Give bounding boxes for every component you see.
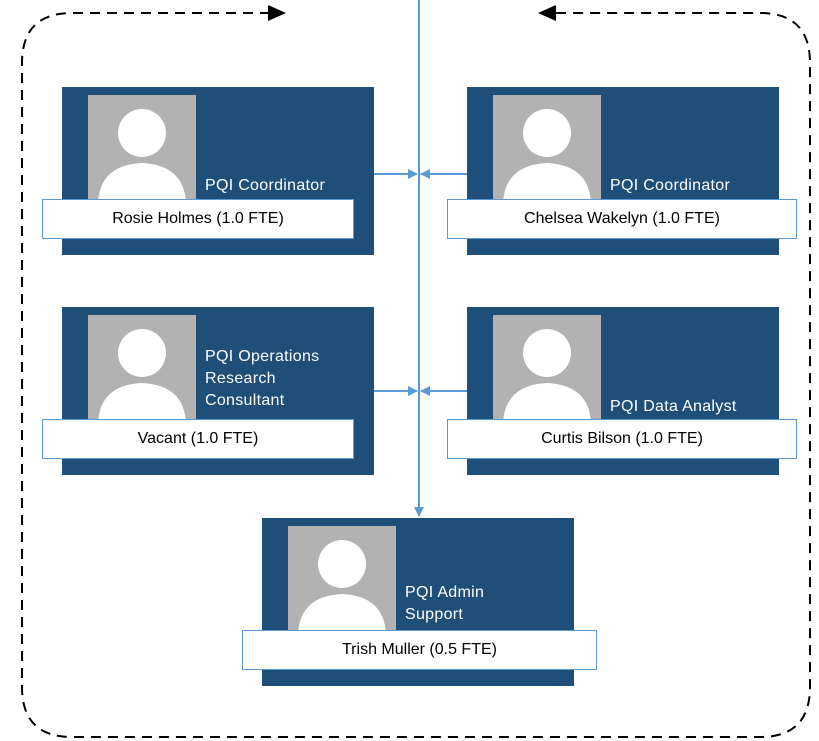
boundary-arrow-right [268, 5, 286, 21]
avatar-placeholder-icon [88, 95, 196, 203]
role-title: PQI Coordinator [610, 177, 731, 194]
boundary-arrow-left [538, 5, 556, 21]
name-label-curtis-bilson: Curtis Bilson (1.0 FTE) [447, 419, 797, 459]
role-title: PQI Admin Support [405, 584, 485, 623]
role-title: PQI Coordinator [205, 177, 326, 194]
avatar-placeholder-icon [493, 95, 601, 203]
avatar-placeholder-icon [493, 315, 601, 423]
name-label-vacant: Vacant (1.0 FTE) [42, 419, 354, 459]
role-title: PQI Operations Research Consultant [205, 348, 320, 409]
name-label-trish-muller: Trish Muller (0.5 FTE) [242, 630, 597, 670]
team-boundary [21, 12, 811, 738]
name-label-chelsea-wakelyn: Chelsea Wakelyn (1.0 FTE) [447, 199, 797, 239]
avatar-placeholder-icon [88, 315, 196, 423]
role-title: PQI Data Analyst [610, 398, 737, 415]
avatar-placeholder-icon [288, 526, 396, 634]
name-label-rosie-holmes: Rosie Holmes (1.0 FTE) [42, 199, 354, 239]
